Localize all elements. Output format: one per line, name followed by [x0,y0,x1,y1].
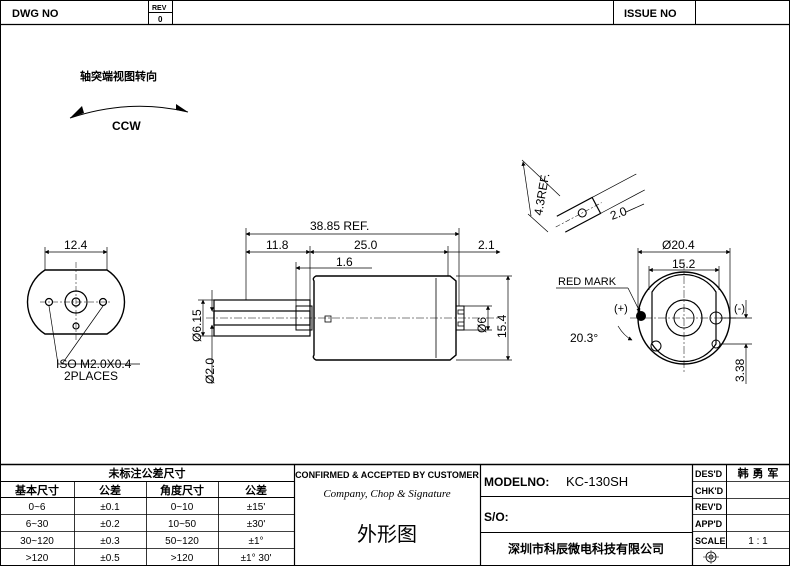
tol-cell: ±0.5 [100,553,120,564]
tolerance-title: 未标注公差尺寸 [108,466,186,480]
tol-cell: 0~10 [171,502,194,513]
rev-d-label: REV'D [695,502,723,512]
dim-shaft-small: Ø2.0 [203,358,217,384]
rear-dim-offset: 3.38 [733,358,747,382]
dim-shaft-length: 11.8 [266,238,289,252]
terminal-detail [555,173,645,233]
thread-note-1: ISO M2.0X0.4 [56,357,132,371]
issue-label: ISSUE NO [624,8,677,20]
dim-overall: 38.85 REF. [310,219,369,233]
tol-cell: ±0.2 [100,519,120,530]
model-label: MODELNO: [484,475,549,489]
chk-label: CHK'D [695,486,724,496]
des-value: 韩 勇 军 [738,466,779,480]
tol-header-3: 公差 [245,483,267,497]
motor-body [312,275,457,361]
tol-cell: 6~30 [26,519,49,530]
rotation-direction: CCW [112,119,141,133]
projection-symbol [703,550,719,564]
tol-header-0: 基本尺寸 [14,483,59,497]
tol-cell: ±0.3 [100,536,120,547]
front-body-outline [26,269,126,335]
dim-terminal-length: 2.1 [478,238,495,252]
model-value: KC-130SH [566,474,628,489]
scale-value: 1 : 1 [748,536,768,547]
tol-cell: >120 [171,553,194,564]
rear-angle: 20.3° [570,331,598,345]
terminal-detail-dims: 4.3REF. 2.0 [521,159,645,233]
drawing-name: 外形图 [357,522,417,546]
rotation-indicator: 轴突端视图转向 CCW [69,69,189,133]
dim-shaft-dia: Ø6.15 [190,309,204,342]
rear-view: Ø20.4 15.2 RED MARK (+) (-) 20.3° 3.38 [556,238,752,384]
red-mark-label: RED MARK [558,276,617,288]
rear-dim-dia: Ø20.4 [662,238,695,252]
side-view: 38.85 REF. 11.8 25.0 2.1 1.6 Ø6.15 Ø2.0 … [190,219,512,384]
confirm-subtitle: Company, Chop & Signature [323,488,450,500]
rear-dim-width: 15.2 [672,257,696,271]
thread-note-2: 2PLACES [64,369,118,383]
rotation-title: 轴突端视图转向 [80,69,157,83]
title-block: 未标注公差尺寸 基本尺寸 公差 角度尺寸 公差 0~6 ±0.1 0~10 ±1… [0,463,790,566]
tol-cell: ±1° 30' [241,553,272,564]
front-shaft-circle [71,297,81,307]
front-dim-width: 12.4 [64,238,88,252]
tol-header-1: 公差 [99,483,121,497]
front-view: 12.4 ISO M2.0X0.4 2PLACES [26,238,140,383]
tol-cell: ±15' [247,502,266,513]
so-label: S/O: [484,510,509,524]
confirm-title: CONFIRMED & ACCEPTED BY CUSTOMER [295,470,479,480]
des-label: DES'D [695,469,723,479]
tol-cell: ±0.1 [100,502,120,513]
mount-hole-left [44,297,54,307]
rear-endcap [651,273,717,363]
company-name: 深圳市科辰微电科技有限公司 [508,541,664,556]
dim-body-length: 25.0 [354,238,378,252]
vent-hole [72,322,80,330]
ccw-arc [69,105,189,119]
tol-header-2: 角度尺寸 [160,483,204,497]
dim-body-height: 15.4 [495,314,509,338]
header-issue-box: ISSUE NO [613,0,790,25]
front-boss-circle [64,290,88,314]
scale-label: SCALE [695,536,726,546]
polarity-minus: (-) [734,303,745,315]
mount-hole-right [98,297,108,307]
rev-label: REV [152,5,167,12]
ccw-arrowhead [70,106,84,118]
polarity-plus: (+) [614,303,628,315]
tol-cell: 10~50 [168,519,197,530]
terminal-dim-radius: 4.3REF. [531,172,552,216]
terminal-dim-width: 2.0 [608,204,629,223]
tol-cell: 50~120 [165,536,199,547]
tol-cell: ±30' [247,519,266,530]
tol-cell: 0~6 [29,502,46,513]
rev-value: 0 [158,15,163,24]
tol-cell: ±1° [248,536,263,547]
tol-cell: >120 [26,553,49,564]
dim-boss-dia: Ø6 [475,317,489,333]
app-label: APP'D [695,519,723,529]
tol-cell: 30~120 [20,536,54,547]
dim-boss: 1.6 [336,255,353,269]
dwg-label: DWG NO [12,8,59,20]
red-mark-dot [636,311,646,321]
